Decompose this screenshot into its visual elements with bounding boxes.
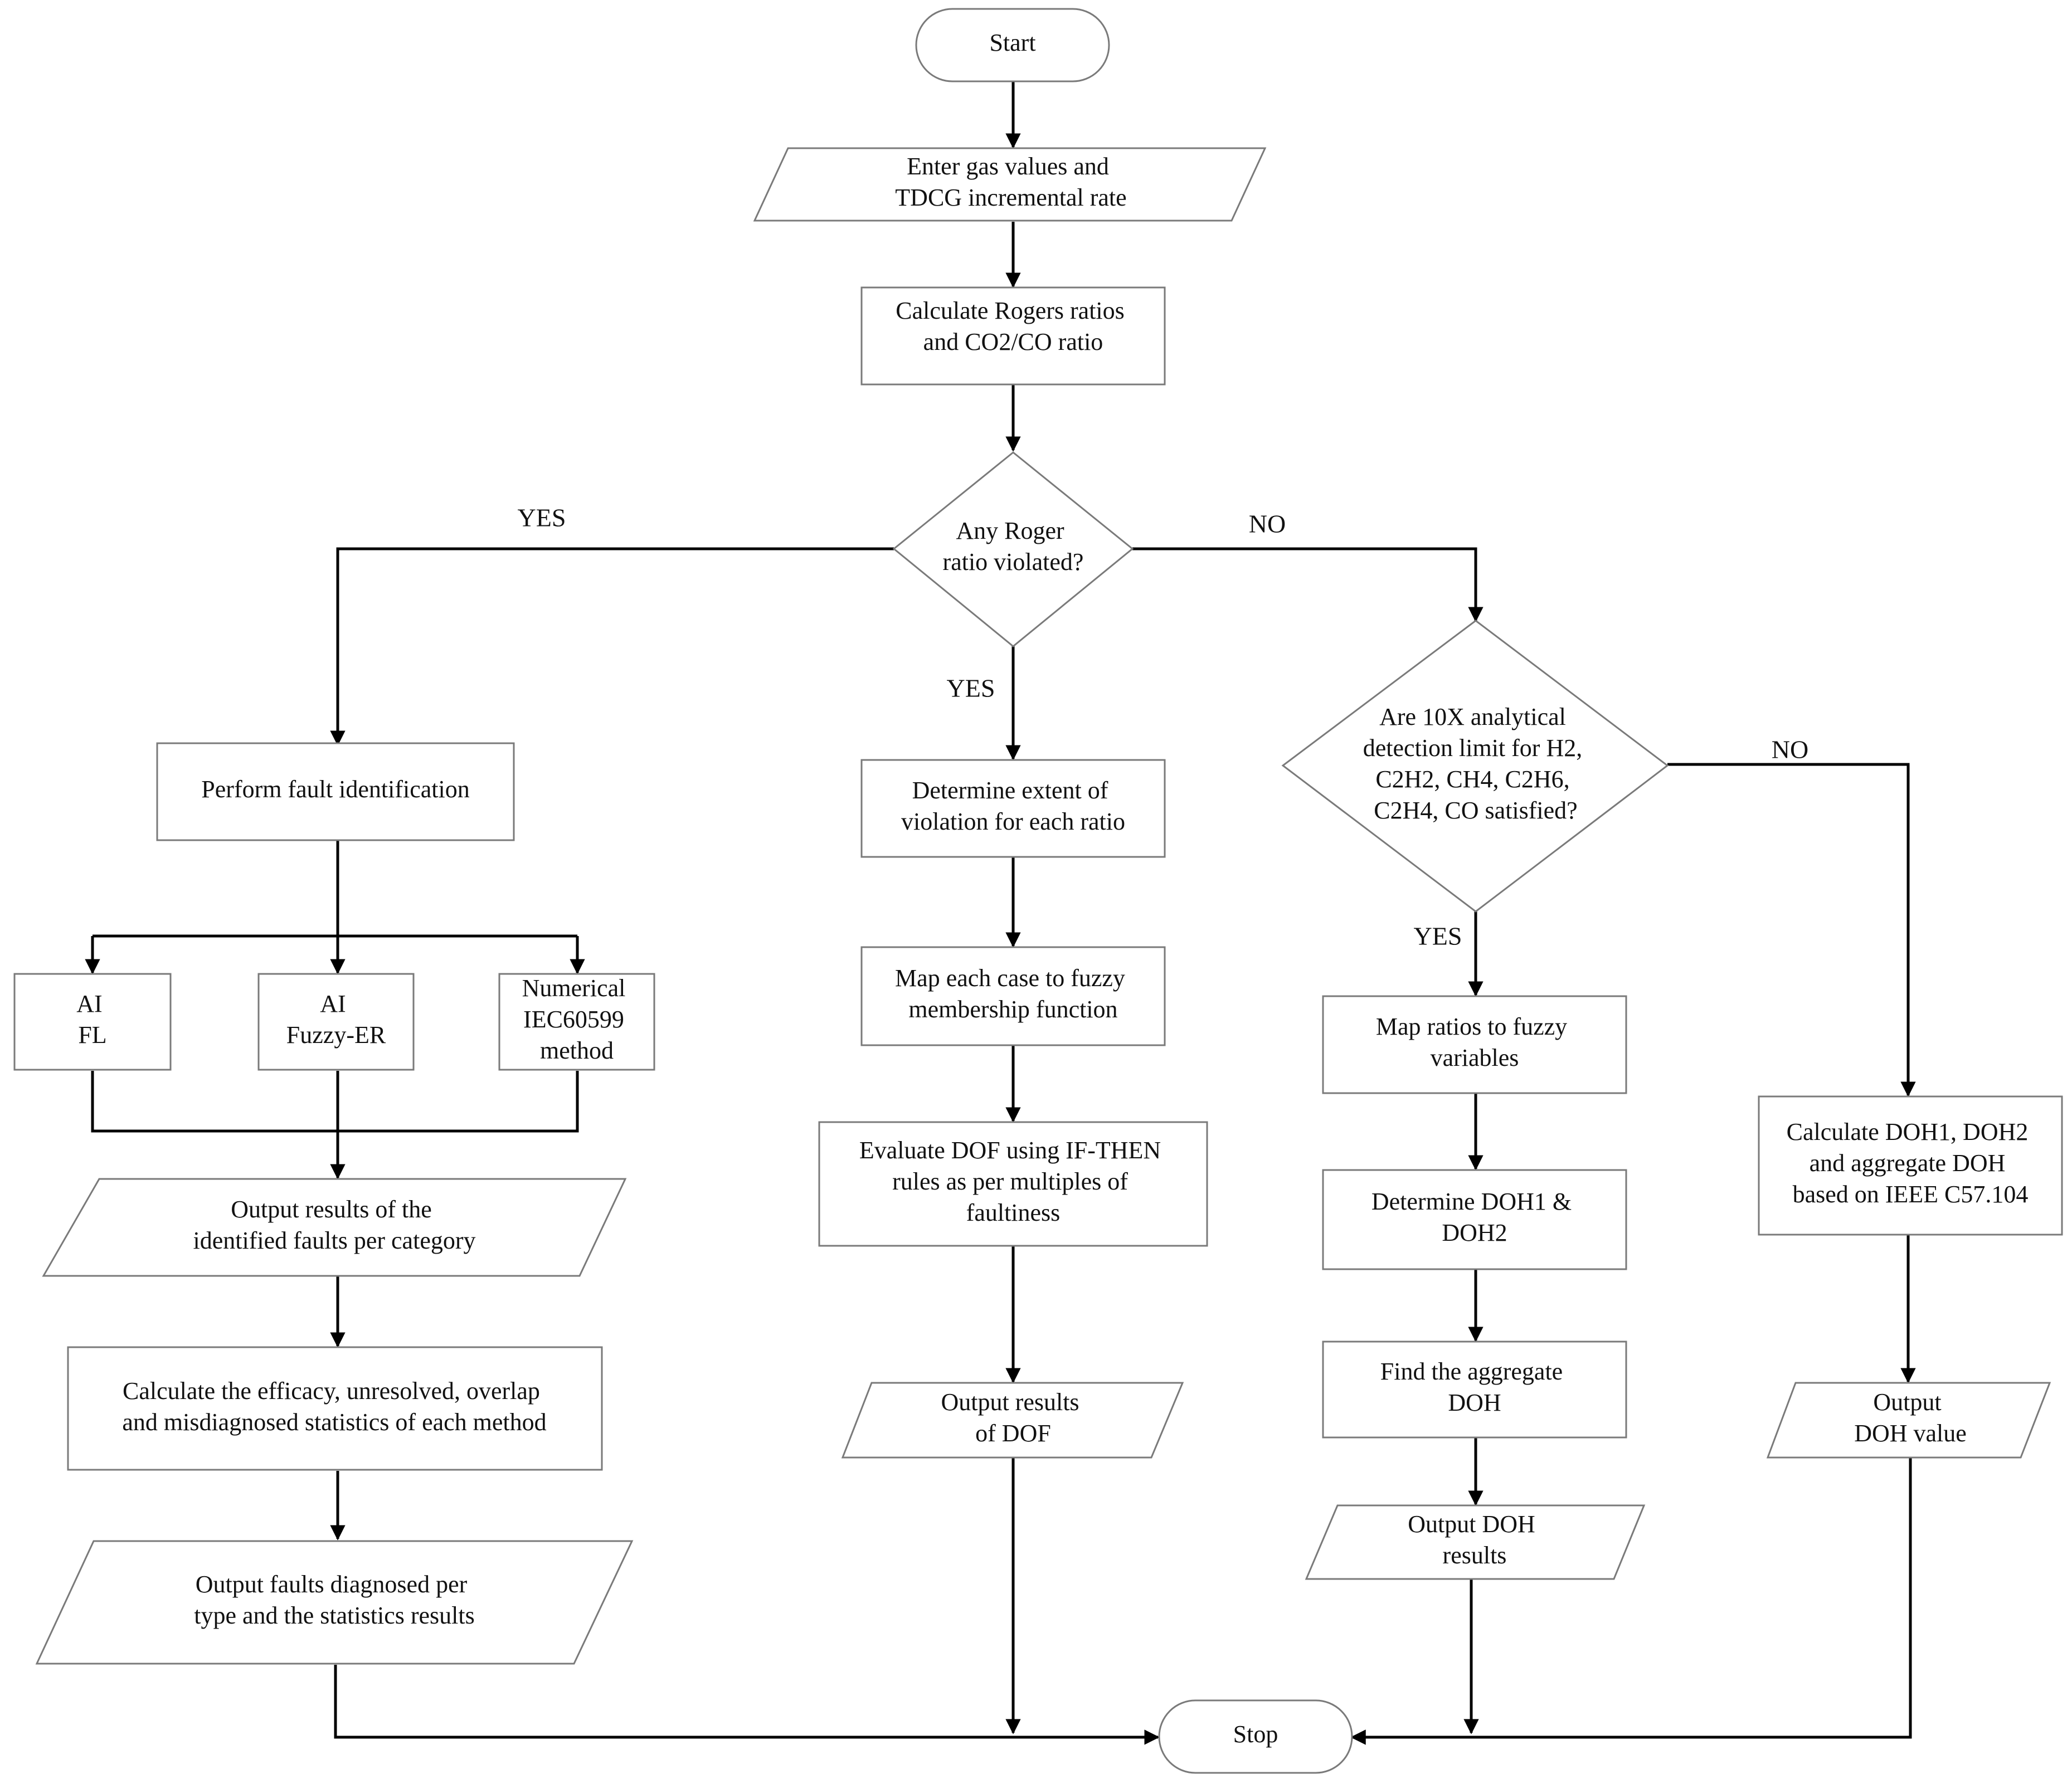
map-case-box bbox=[860, 946, 1166, 1046]
evaluate-dof-box bbox=[818, 1121, 1208, 1247]
decision-roger-ratio bbox=[892, 451, 1134, 647]
stop-label: Stop bbox=[1233, 1720, 1278, 1748]
output-dof-io bbox=[841, 1382, 1184, 1459]
fault-identification-label: Perform fault identification bbox=[201, 776, 469, 803]
output-faults-diagnosed-label: Output faults diagnosed per type and the… bbox=[194, 1571, 474, 1629]
calc-rogers-label: Calculate Rogers ratios and CO2/CO ratio bbox=[896, 297, 1131, 355]
connectors bbox=[85, 81, 1916, 1745]
output-identified-faults-io bbox=[42, 1178, 627, 1277]
evaluate-dof-label: Evaluate DOF using IF-THEN rules as per … bbox=[859, 1137, 1167, 1226]
decision1-yes-down-label: YES bbox=[947, 674, 995, 703]
ai-fuzzy-er-box bbox=[257, 973, 415, 1071]
decision-detection-limit-label: Are 10X analytical detection limit for H… bbox=[1363, 703, 1588, 824]
output-doh-results-io bbox=[1305, 1504, 1646, 1580]
output-identified-faults-label: Output results of the identified faults … bbox=[193, 1196, 475, 1254]
output-doh-value-label: Output DOH value bbox=[1854, 1388, 1967, 1447]
branch-labels: YES NO YES NO YES bbox=[518, 504, 1809, 951]
map-ratios-box bbox=[1322, 995, 1627, 1094]
output-dof-label: Output results of DOF bbox=[941, 1388, 1085, 1447]
calc-doh-ieee-box bbox=[1758, 1095, 2063, 1236]
arrow-decision1-no-right bbox=[1132, 547, 1484, 622]
decision-roger-ratio-label: Any Roger ratio violated? bbox=[943, 517, 1084, 576]
ai-fuzzy-er-label: AI Fuzzy-ER bbox=[286, 990, 386, 1049]
stop-terminal bbox=[1158, 1699, 1353, 1774]
aggregate-doh-box bbox=[1322, 1341, 1627, 1439]
arrow-decision2-no-right bbox=[1667, 763, 1916, 1097]
decision2-no-right-label: NO bbox=[1772, 735, 1808, 764]
start-terminal bbox=[915, 8, 1110, 82]
determine-doh-box bbox=[1322, 1169, 1627, 1270]
start-label: Start bbox=[989, 29, 1035, 56]
enter-gas-values-label: Enter gas values and TDCG incremental ra… bbox=[895, 153, 1126, 211]
calc-efficacy-label: Calculate the efficacy, unresolved, over… bbox=[122, 1377, 546, 1436]
connector-merge-bar bbox=[91, 1071, 579, 1133]
output-doh-value-io bbox=[1766, 1382, 2051, 1459]
ai-fl-box bbox=[13, 973, 172, 1071]
numerical-iec-label: Numerical IEC60599 method bbox=[522, 974, 632, 1064]
calc-rogers-box bbox=[860, 286, 1166, 386]
map-case-label: Map each case to fuzzy membership functi… bbox=[895, 964, 1131, 1023]
calc-efficacy-box bbox=[67, 1346, 603, 1471]
numerical-iec-box bbox=[498, 973, 655, 1071]
decision1-yes-left-label: YES bbox=[518, 504, 566, 532]
calc-doh-ieee-label: Calculate DOH1, DOH2 and aggregate DOH b… bbox=[1787, 1118, 2035, 1208]
determine-extent-label: Determine extent of violation for each r… bbox=[901, 777, 1125, 835]
arrow-decision1-yes-left bbox=[330, 547, 894, 746]
decision1-no-right-label: NO bbox=[1249, 510, 1286, 538]
aggregate-doh-label: Find the aggregate DOH bbox=[1380, 1358, 1569, 1416]
shapes: Start Enter gas values and TDCG incremen… bbox=[13, 8, 2063, 1774]
fault-identification-box bbox=[156, 742, 515, 841]
arrow-outvalue-to-stop bbox=[1350, 1458, 1912, 1745]
decision-detection-limit bbox=[1281, 620, 1669, 913]
output-doh-results-label: Output DOH results bbox=[1408, 1510, 1541, 1569]
output-faults-diagnosed-io bbox=[35, 1540, 634, 1665]
map-ratios-label: Map ratios to fuzzy variables bbox=[1376, 1013, 1573, 1071]
arrow-outstats-to-stop bbox=[334, 1665, 1160, 1745]
enter-gas-values-io bbox=[753, 147, 1267, 222]
decision2-yes-down-label: YES bbox=[1414, 922, 1462, 951]
ai-fl-label: AI FL bbox=[76, 990, 108, 1049]
determine-doh-label: Determine DOH1 & DOH2 bbox=[1371, 1188, 1578, 1246]
determine-extent-box bbox=[860, 759, 1166, 858]
